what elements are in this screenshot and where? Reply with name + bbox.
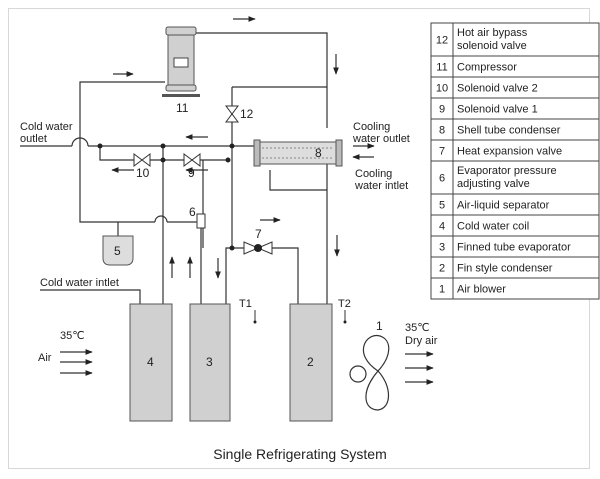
num-6: 6 bbox=[189, 205, 196, 219]
pressure-valve-6 bbox=[191, 213, 206, 229]
cold-water-coil-4 bbox=[129, 303, 173, 422]
legend-text-cell bbox=[452, 22, 600, 57]
legend-number: 7 bbox=[439, 146, 445, 158]
num-7: 7 bbox=[255, 227, 262, 241]
junction-dots bbox=[97, 143, 235, 251]
legend-label: Solenoid valve 2 bbox=[457, 83, 538, 95]
legend-label-line2: solenoid valve bbox=[457, 40, 527, 52]
num-9: 9 bbox=[188, 166, 195, 180]
air-temp-label: 35℃ bbox=[60, 330, 85, 342]
legend-text-cell bbox=[452, 277, 600, 300]
legend-number: 11 bbox=[436, 62, 447, 74]
legend-number: 10 bbox=[436, 83, 448, 95]
solenoid-valve-9 bbox=[183, 153, 201, 167]
bypass-valve-12 bbox=[225, 105, 239, 123]
piping bbox=[20, 32, 328, 304]
figure-caption: Single Refrigerating System bbox=[213, 446, 387, 462]
finned-tube-evaporator-3 bbox=[189, 303, 231, 422]
num-3: 3 bbox=[206, 355, 213, 369]
shell-tube-condenser-8 bbox=[253, 139, 343, 167]
legend-label: Evaporator pressure bbox=[457, 165, 557, 177]
num-11: 11 bbox=[176, 101, 189, 115]
flow-arrows bbox=[60, 16, 434, 385]
legend-label: Hot air bypass bbox=[457, 27, 528, 39]
air-liquid-separator-5 bbox=[102, 235, 134, 266]
num-5: 5 bbox=[114, 244, 121, 258]
legend-label: Shell tube condenser bbox=[457, 125, 561, 137]
num-2: 2 bbox=[307, 355, 314, 369]
cooling-water-inlet-label: Cooling bbox=[355, 168, 392, 180]
num-12: 12 bbox=[240, 107, 254, 121]
legend-label-line2: adjusting valve bbox=[457, 178, 530, 190]
legend-number: 1 bbox=[439, 284, 445, 296]
expansion-valve-7 bbox=[243, 241, 273, 255]
legend-label: Cold water coil bbox=[457, 221, 529, 233]
legend-label: Solenoid valve 1 bbox=[457, 104, 538, 116]
legend-number: 2 bbox=[439, 263, 445, 275]
legend-label: Compressor bbox=[457, 62, 517, 74]
legend-label: Heat expansion valve bbox=[457, 146, 562, 158]
num-8: 8 bbox=[315, 146, 322, 160]
dry-air-label: Dry air bbox=[405, 335, 438, 347]
air-label: Air bbox=[38, 352, 52, 364]
cooling-water-outlet-label: Cooling bbox=[353, 121, 390, 133]
compressor-11 bbox=[162, 26, 200, 97]
cooling-water-outlet-label-2: water outlet bbox=[352, 133, 410, 145]
num-10: 10 bbox=[136, 166, 150, 180]
legend-label: Air blower bbox=[457, 284, 506, 296]
diagram-labels: Cold water outlet Cooling water outlet C… bbox=[20, 121, 438, 364]
air-blower-1 bbox=[349, 334, 390, 411]
component-numbers: 1 2 3 4 5 6 7 8 9 10 11 12 bbox=[114, 101, 383, 369]
fin-style-condenser-2 bbox=[289, 303, 333, 422]
cold-water-outlet-label-2: outlet bbox=[20, 133, 47, 145]
solenoid-valve-10 bbox=[133, 153, 151, 167]
legend-number: 8 bbox=[439, 125, 445, 137]
legend-number: 6 bbox=[439, 173, 445, 185]
temp-sensors bbox=[253, 310, 347, 324]
legend-label: Finned tube evaporator bbox=[457, 242, 571, 254]
cooling-water-inlet-label-2: water intlet bbox=[354, 180, 408, 192]
t1-label: T1 bbox=[239, 298, 252, 310]
num-4: 4 bbox=[147, 355, 154, 369]
legend-label: Air-liquid separator bbox=[457, 200, 550, 212]
legend-text-cell bbox=[452, 160, 600, 195]
legend-number: 12 bbox=[436, 35, 448, 47]
t2-label: T2 bbox=[338, 298, 351, 310]
legend-label: Fin style condenser bbox=[457, 263, 553, 275]
legend-number: 5 bbox=[439, 200, 445, 212]
cold-water-inlet-label: Cold water intlet bbox=[40, 277, 119, 289]
num-1: 1 bbox=[376, 319, 383, 333]
legend-number: 3 bbox=[439, 242, 445, 254]
cold-water-outlet-label: Cold water bbox=[20, 121, 73, 133]
dry-air-temp-label: 35℃ bbox=[405, 322, 430, 334]
legend-number: 4 bbox=[439, 221, 445, 233]
legend-number: 9 bbox=[439, 104, 445, 116]
